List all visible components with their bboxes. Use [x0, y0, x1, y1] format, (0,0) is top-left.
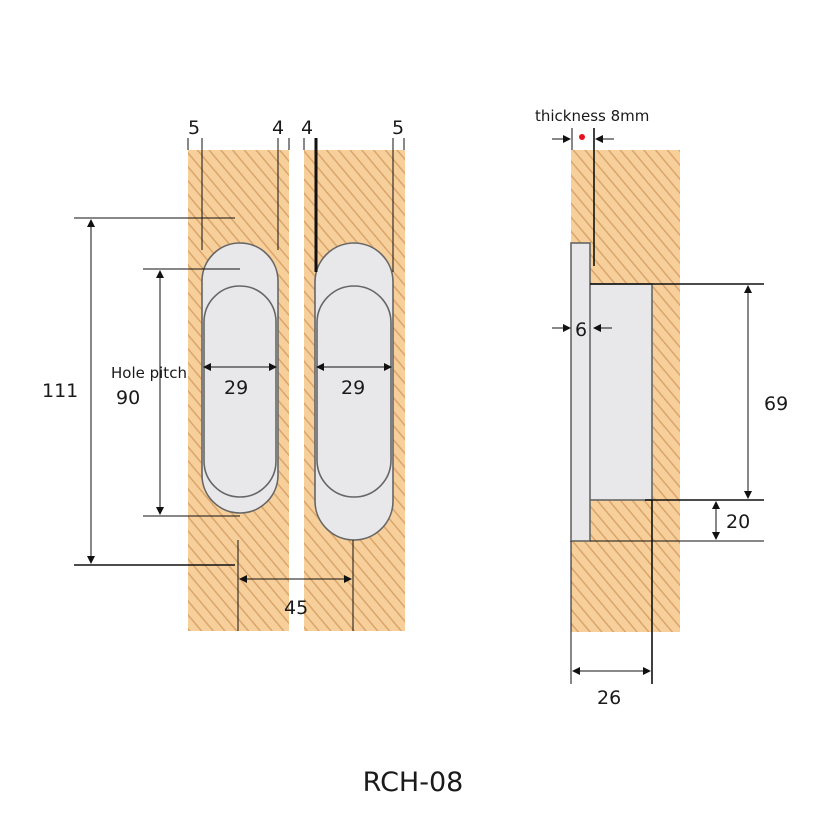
side-wood-strip — [652, 284, 680, 500]
hinge-body-left — [201, 242, 279, 514]
dimension-thickness — [552, 128, 614, 266]
hole-pitch-label: Hole pitch — [111, 364, 187, 382]
dimension-hole-pitch — [143, 268, 240, 517]
dim-top-right-5: 5 — [392, 117, 404, 139]
dim-top-right-4: 4 — [301, 117, 313, 139]
dim-26: 26 — [597, 687, 621, 709]
edge-offset-lines — [187, 138, 405, 272]
dim-6: 6 — [575, 319, 587, 341]
hinge-body-right — [314, 242, 394, 541]
dimension-height-111 — [74, 217, 235, 566]
thickness-label: thickness 8mm — [535, 107, 649, 125]
dim-top-left-4: 4 — [272, 117, 284, 139]
side-hinge-body — [588, 283, 653, 501]
dimension-69 — [590, 283, 764, 501]
thickness-marker-dot — [579, 134, 585, 140]
front-view: 5 4 4 5 111 Hole pitch 90 29 29 45 — [42, 117, 405, 631]
dim-69: 69 — [764, 393, 788, 415]
dimension-20 — [590, 501, 764, 542]
dimension-spacing-45 — [237, 540, 354, 631]
dim-spacing: 45 — [284, 597, 308, 619]
side-view: thickness 8mm 6 69 20 — [535, 107, 788, 709]
side-hinge-plate — [570, 242, 591, 542]
dimension-26 — [570, 500, 653, 684]
dim-height-label: 111 — [42, 380, 78, 402]
dim-width-left: 29 — [224, 377, 248, 399]
dim-top-left-5: 5 — [188, 117, 200, 139]
hole-pitch-value: 90 — [116, 387, 140, 409]
model-title: RCH-08 — [363, 767, 464, 798]
dim-width-right: 29 — [341, 377, 365, 399]
dim-20: 20 — [726, 511, 750, 533]
